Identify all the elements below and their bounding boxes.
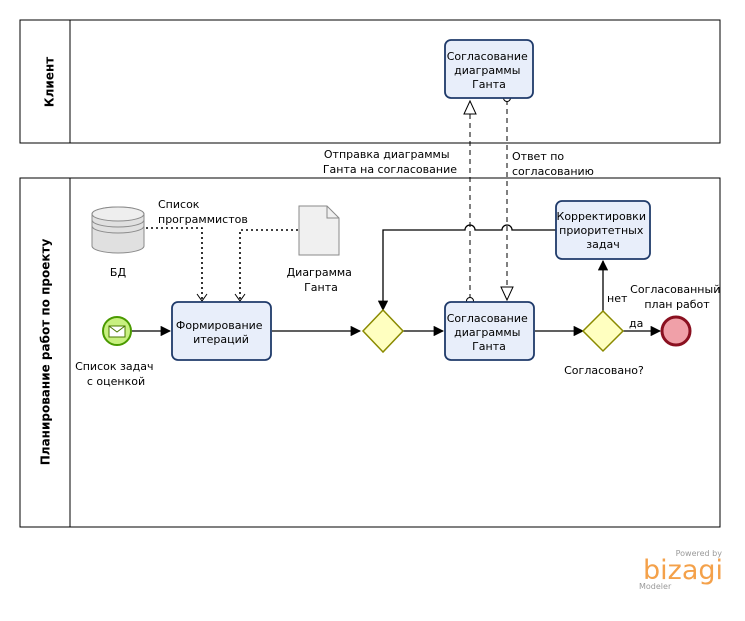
data-associations (146, 227, 298, 300)
message-flows (469, 100, 508, 299)
send-message-label: Отправка диаграммы Ганта на согласование (323, 148, 457, 176)
svg-text:Modeler: Modeler (639, 582, 672, 591)
gantt-doc-label: Диаграмма Ганта (287, 266, 356, 294)
task-form-iterations-label: Формирование итераций (176, 319, 266, 346)
start-event[interactable] (102, 316, 132, 346)
end-event[interactable] (660, 315, 692, 347)
message-flow-send-arrowhead (463, 99, 477, 115)
flow-label-no: нет (607, 292, 628, 305)
sequence-flows (132, 224, 662, 337)
dev-list-label: Список программистов (158, 198, 248, 226)
task-corrections-label: Корректировки приоритетных задач (557, 210, 650, 251)
datastore-db: БД (91, 206, 145, 279)
association-db-to-task (146, 227, 203, 300)
gateway-decision-label: Согласовано? (564, 364, 644, 377)
pool-client: Клиент (19, 19, 721, 144)
envelope-icon (108, 325, 126, 338)
task-client-approve-gantt[interactable]: Согласование диаграммы Ганта (444, 39, 534, 99)
svg-text:bizagi: bizagi (643, 555, 723, 586)
start-event-label: Список задач с оценкой (75, 360, 157, 388)
db-label: БД (110, 266, 127, 279)
task-form-iterations[interactable]: Формирование итераций (171, 301, 272, 361)
gateway-decision[interactable] (581, 309, 625, 353)
task-client-approve-gantt-label: Согласование диаграммы Ганта (447, 50, 532, 91)
data-object-gantt: Диаграмма Ганта (287, 205, 356, 294)
task-approve-gantt[interactable]: Согласование диаграммы Ганта (444, 301, 535, 361)
association-arrowhead-db (196, 293, 208, 302)
lane-title-planning: Планирование работ по проекту (39, 239, 53, 466)
flow-label-yes: да (629, 317, 643, 330)
end-event-label: Согласованный план работ (630, 283, 724, 311)
task-corrections[interactable]: Корректировки приоритетных задач (555, 200, 651, 260)
svg-text:Powered by: Powered by (676, 549, 723, 558)
lane-title-client: Клиент (43, 57, 57, 107)
bizagi-logo: Powered by bizagi Modeler (639, 549, 723, 591)
reply-message-label: Ответ по согласованию (512, 150, 594, 178)
document-icon (298, 205, 340, 256)
task-approve-gantt-label: Согласование диаграммы Ганта (447, 312, 532, 353)
gateway-merge[interactable] (361, 308, 405, 354)
association-arrowhead-gantt (234, 293, 246, 302)
flow-corrections-to-gateway (377, 224, 556, 312)
message-flow-reply-arrowhead (500, 286, 514, 302)
